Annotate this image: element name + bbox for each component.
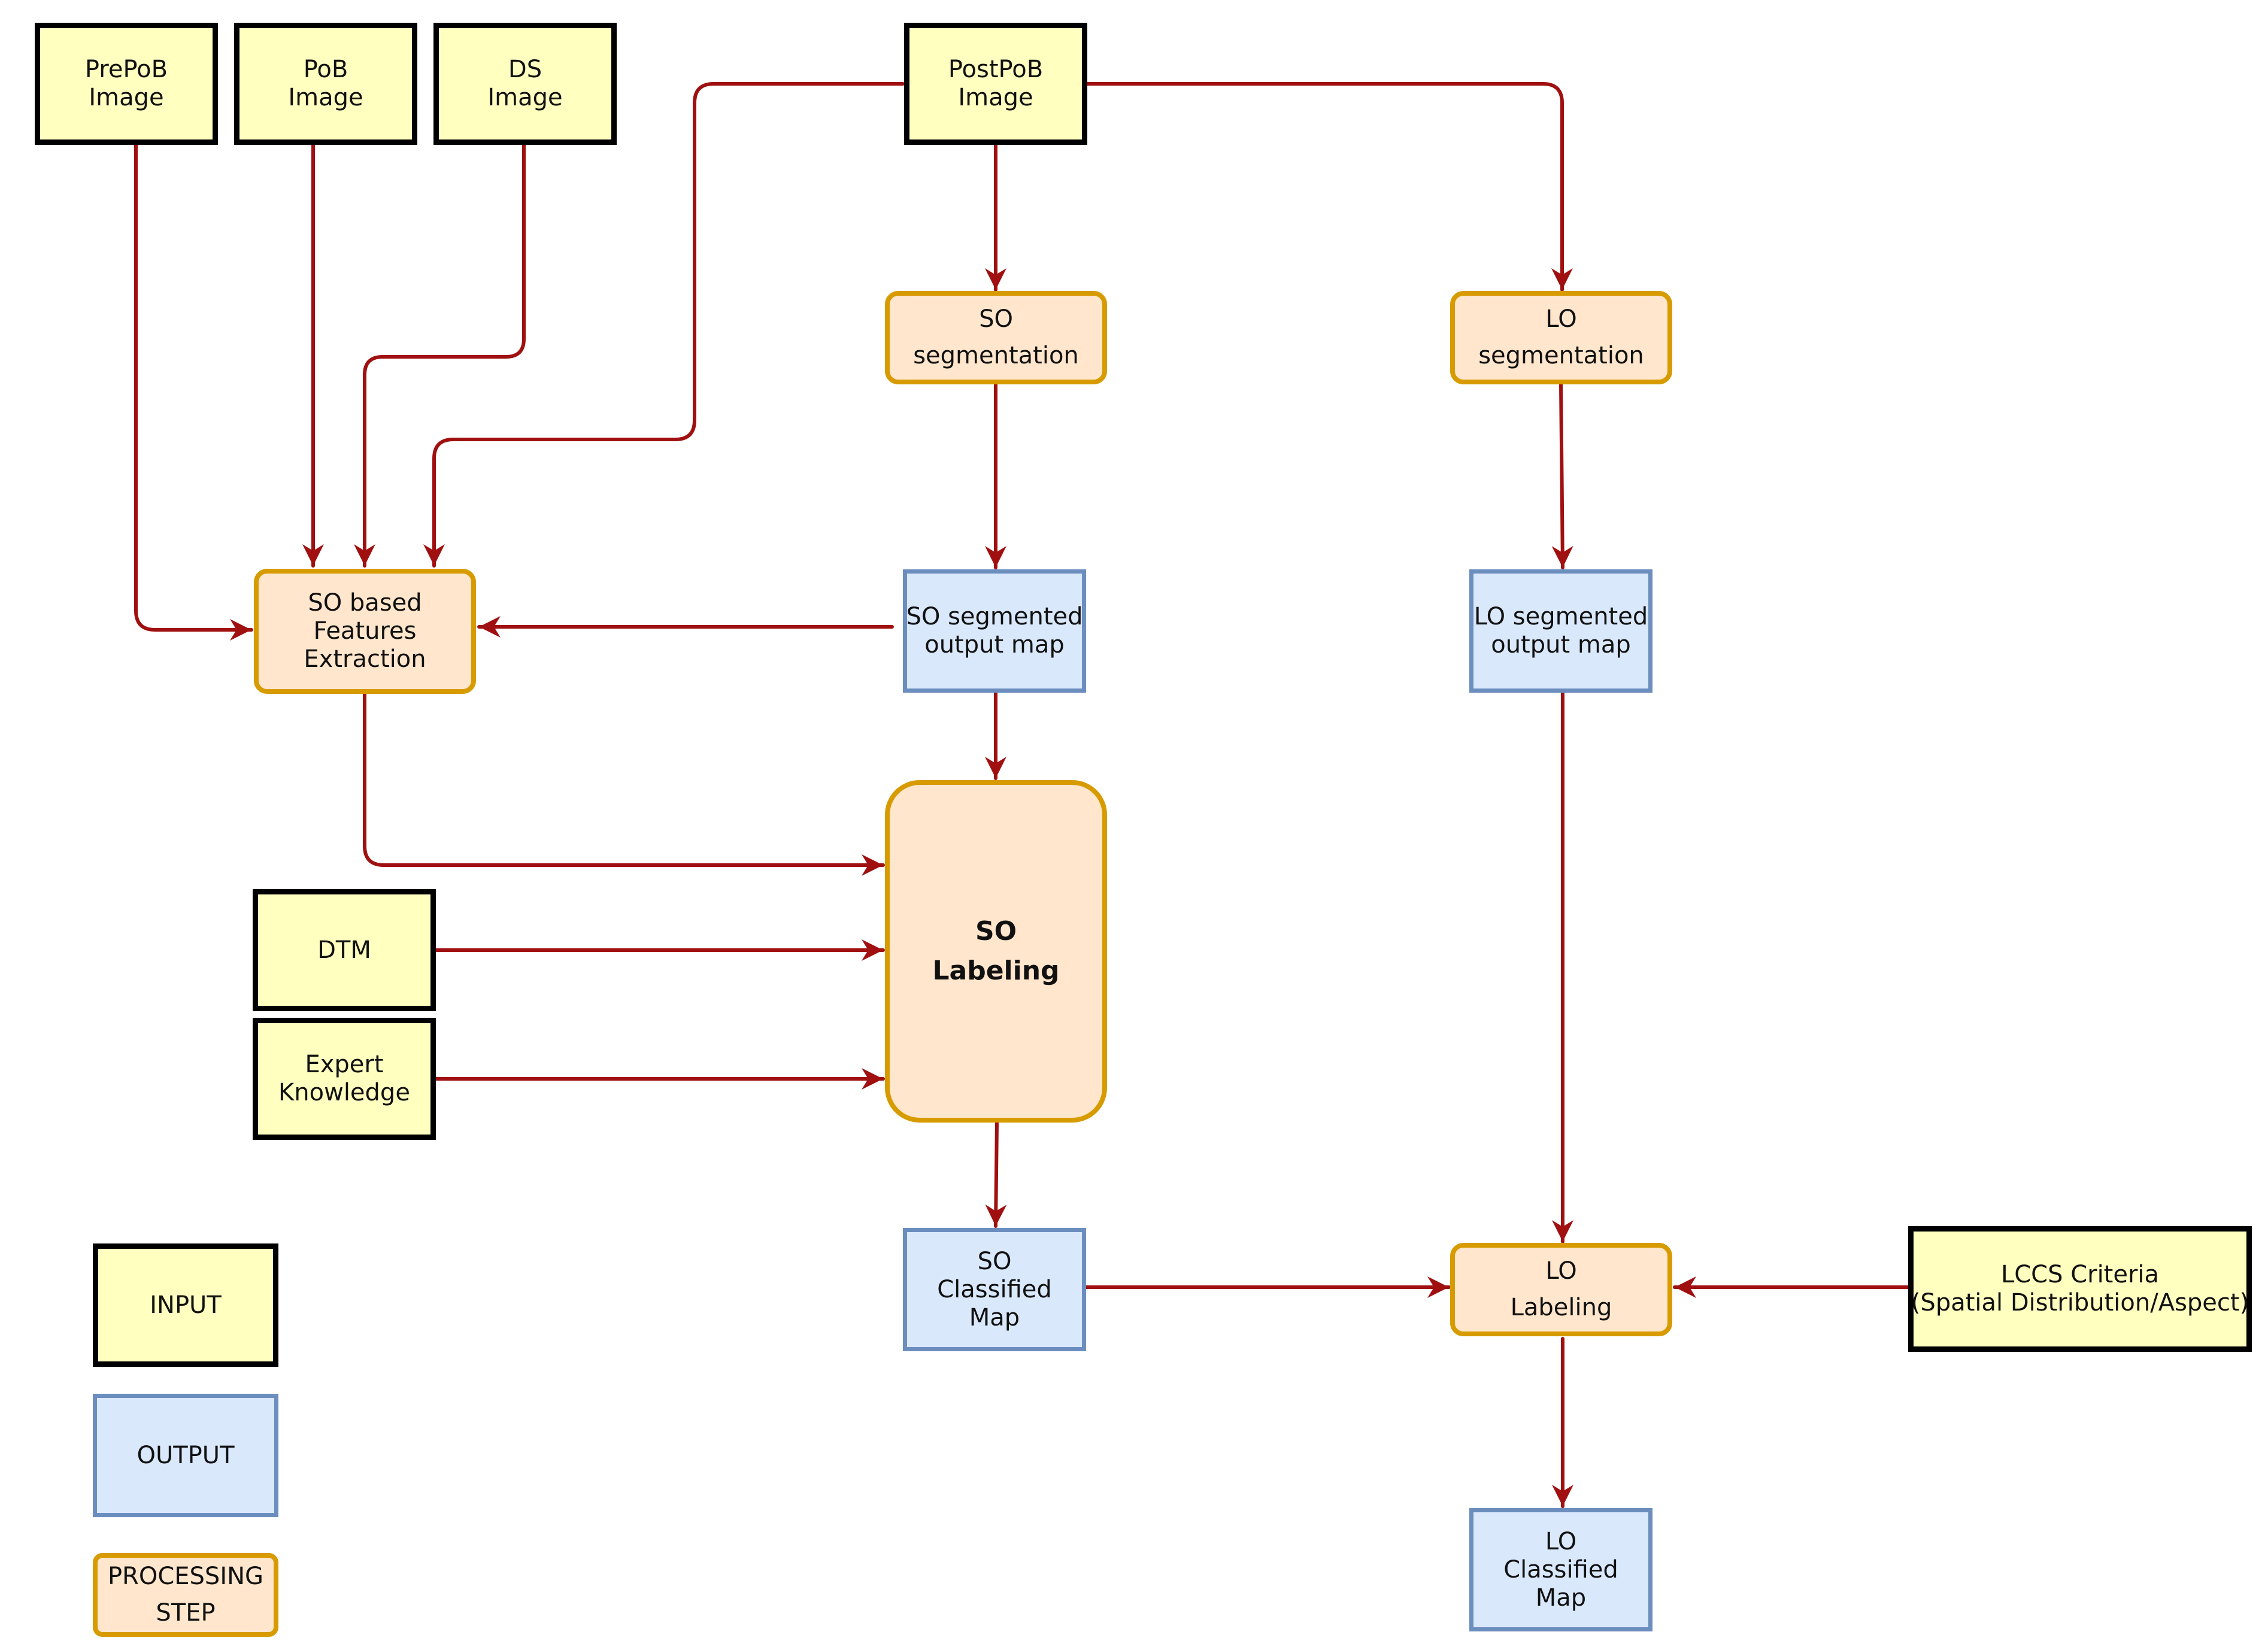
legend-label: OUTPUT <box>137 1441 235 1469</box>
prepob-image-input: PrePoB Image <box>35 23 218 145</box>
lo-classified-map-output: LO Classified Map <box>1469 1508 1653 1631</box>
node-text-line: LCCS Criteria <box>2000 1261 2160 1288</box>
node-text-line: Map <box>1535 1584 1587 1612</box>
node-text-line: segmentation <box>1478 342 1644 369</box>
node-text-line: SO segmented <box>906 603 1083 630</box>
pob-image-input: PoB Image <box>234 23 417 145</box>
so-segmentation-step: SO segmentation <box>885 291 1107 384</box>
node-text-line: Labeling <box>1510 1294 1612 1321</box>
legend-label: STEP <box>156 1599 216 1627</box>
node-text-line: PoB <box>303 56 348 83</box>
node-text-line: LO segmented <box>1473 603 1648 630</box>
node-text-line: PrePoB <box>84 56 168 83</box>
legend-label: PROCESSING <box>107 1563 264 1590</box>
node-text-line: (Spatial Distribution/Aspect) <box>1911 1289 2249 1317</box>
node-text-line: Labeling <box>932 956 1060 986</box>
node-text-line: Image <box>958 84 1033 111</box>
node-text-line: Image <box>89 84 164 111</box>
node-text-line: SO <box>977 1247 1012 1275</box>
node-text-line: SO <box>979 305 1013 333</box>
postpob-image-input: PostPoB Image <box>904 23 1087 145</box>
node-text-line: Image <box>487 84 563 111</box>
so-labeling-step: SO Labeling <box>885 780 1107 1123</box>
legend-output-swatch: OUTPUT <box>93 1394 278 1517</box>
arrow-postpob-to-lo-segmentation <box>1084 82 1573 292</box>
node-text-line: PostPoB <box>948 56 1044 83</box>
arrow-features-to-labeling <box>363 691 885 876</box>
dtm-input: DTM <box>253 889 436 1011</box>
so-features-extraction-step: SO based Features Extraction <box>254 569 476 694</box>
node-text-line: output map <box>924 631 1065 659</box>
legend-input-swatch: INPUT <box>93 1243 278 1367</box>
so-classified-map-output: SO Classified Map <box>903 1228 1086 1351</box>
expert-knowledge-input: Expert Knowledge <box>253 1018 436 1140</box>
node-text-line: Image <box>288 84 363 111</box>
node-text-line: DS <box>508 56 542 83</box>
lo-labeling-step: LO Labeling <box>1450 1243 1672 1336</box>
node-text-line: LO <box>1545 1257 1577 1285</box>
lccs-criteria-input: LCCS Criteria (Spatial Distribution/Aspe… <box>1908 1226 2252 1352</box>
node-text-line: SO based <box>308 589 422 617</box>
node-text-line: Map <box>969 1303 1020 1331</box>
node-text-line: Classified <box>1503 1555 1618 1584</box>
arrow-lo-segmentation-to-map <box>1551 381 1573 569</box>
arrow-ds-to-features <box>354 142 526 568</box>
node-text-line: segmentation <box>913 342 1079 369</box>
node-text-line: Classified <box>937 1275 1052 1303</box>
arrow-postpob-to-features <box>423 82 905 568</box>
node-text-line: Extraction <box>304 645 426 673</box>
ds-image-input: DS Image <box>433 23 617 145</box>
so-segmented-output-map: SO segmented output map <box>903 569 1086 693</box>
node-text-line: LO <box>1545 1527 1577 1555</box>
arrow-prepob-to-features <box>134 142 253 641</box>
legend-label: INPUT <box>150 1291 222 1319</box>
node-text-line: LO <box>1545 305 1577 333</box>
node-text-line: Expert <box>305 1051 384 1078</box>
node-text-line: Knowledge <box>278 1079 410 1106</box>
legend-processing-step-swatch: PROCESSING STEP <box>93 1553 278 1637</box>
arrow-labeling-to-so-classified <box>985 1121 1007 1228</box>
node-text-line: Features <box>313 617 417 645</box>
lo-segmented-output-map: LO segmented output map <box>1469 569 1653 693</box>
node-text-line: output map <box>1491 631 1631 659</box>
node-text-line: DTM <box>317 936 371 964</box>
node-text-line: SO <box>975 916 1017 947</box>
lo-segmentation-step: LO segmentation <box>1450 291 1672 384</box>
